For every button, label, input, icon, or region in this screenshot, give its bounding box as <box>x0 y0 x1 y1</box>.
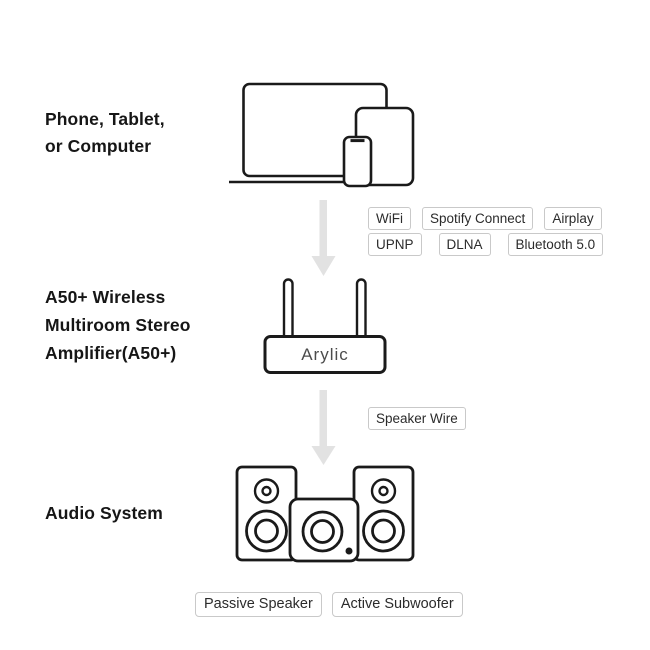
active-subwoofer-icon <box>288 497 360 563</box>
arrow-down-1 <box>311 200 336 276</box>
passive-speaker-tag: Passive Speaker <box>195 592 322 617</box>
speaker-wire-tag: Speaker Wire <box>368 407 466 430</box>
protocol-row-1: WiFi Spotify Connect Airplay <box>368 207 602 230</box>
speaker-wire-row: Speaker Wire <box>368 407 466 430</box>
active-subwoofer-tag: Active Subwoofer <box>331 592 463 617</box>
amplifier-heading-line-3: Amplifier(A50+) <box>45 343 177 363</box>
antenna-left <box>282 278 294 341</box>
audio-system-icon <box>235 465 415 563</box>
amplifier-heading: A50+ Wireless Multiroom Stereo Amplifier… <box>45 283 191 367</box>
arrow-down-2 <box>311 390 336 465</box>
amplifier-body <box>263 335 387 374</box>
passive-speaker-left-icon <box>235 465 298 562</box>
devices-icon <box>229 82 415 188</box>
amplifier-heading-line-2: Multiroom Stereo <box>45 315 191 335</box>
wireless-amplifier-icon <box>263 278 387 374</box>
protocol-tag-upnp: UPNP <box>368 233 422 256</box>
amplifier-brand-label: Arylic <box>301 345 349 364</box>
amplifier-heading-line-1: A50+ Wireless <box>45 287 166 307</box>
audio-system-heading: Audio System <box>45 500 163 527</box>
protocol-tag-dlna: DLNA <box>438 233 491 256</box>
phone-icon <box>342 135 373 188</box>
protocol-tag-airplay: Airplay <box>544 207 602 230</box>
protocol-tag-bluetooth: Bluetooth 5.0 <box>507 233 604 256</box>
audio-system-heading-line-1: Audio System <box>45 503 163 523</box>
devices-heading-line-1: Phone, Tablet, <box>45 109 165 129</box>
speaker-label-row: Passive Speaker Active Subwoofer <box>195 592 463 617</box>
power-led-dot <box>345 547 353 555</box>
protocol-row-2: UPNP DLNA Bluetooth 5.0 <box>368 233 604 256</box>
devices-heading: Phone, Tablet, or Computer <box>45 106 165 160</box>
protocol-tag-spotify-connect: Spotify Connect <box>422 207 534 230</box>
passive-speaker-right-icon <box>352 465 415 562</box>
devices-heading-line-2: or Computer <box>45 136 152 156</box>
protocol-tag-wifi: WiFi <box>368 207 411 230</box>
antenna-right <box>355 278 367 341</box>
